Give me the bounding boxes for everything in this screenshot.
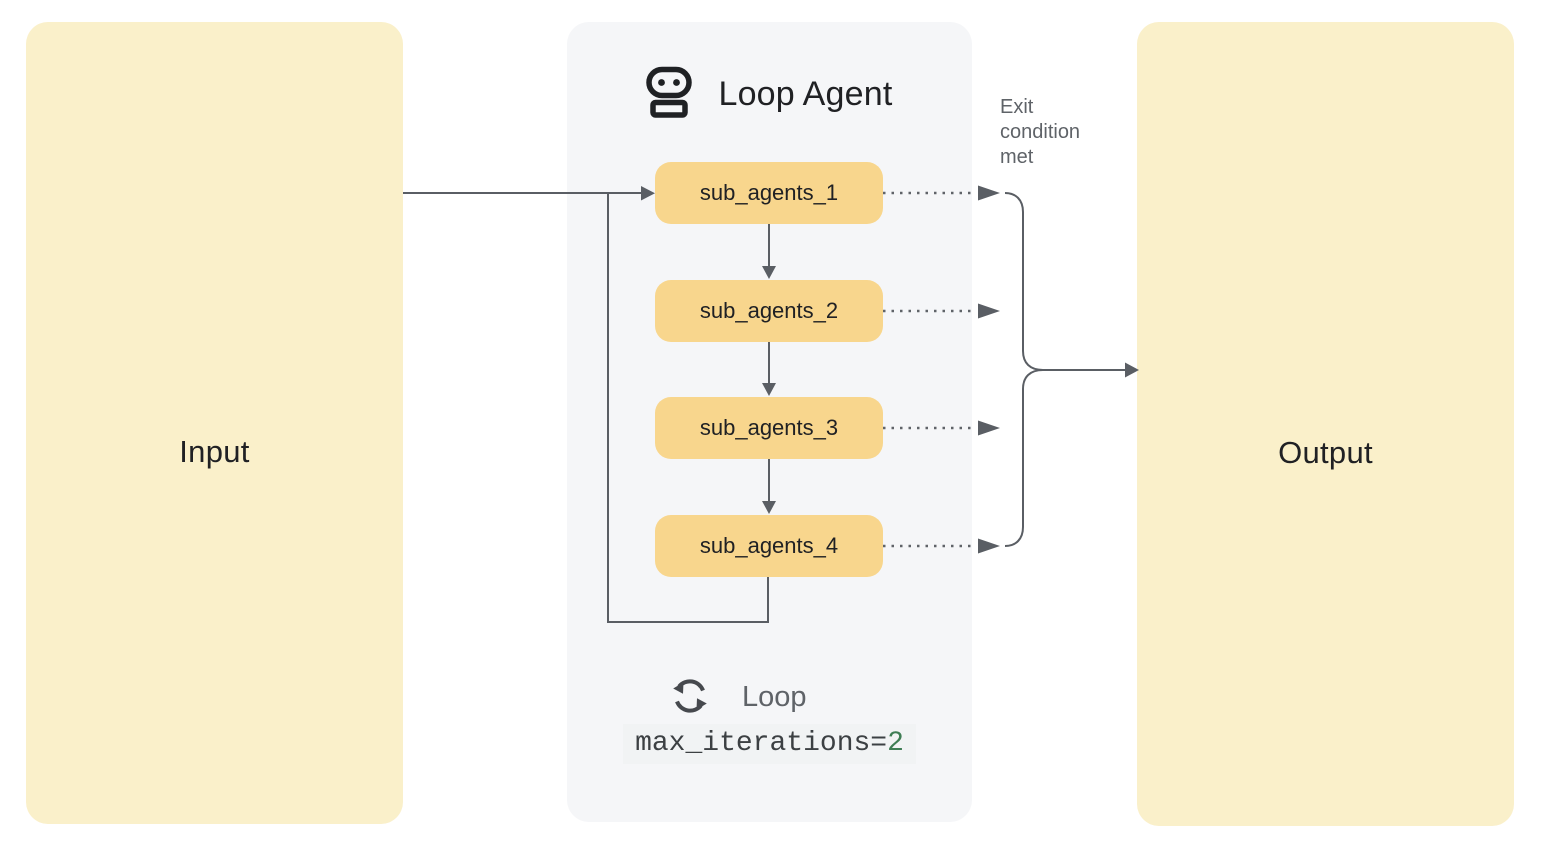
sub-agent-label-4: sub_agents_4 [699,533,839,558]
sub-agent-box-1: sub_agents_1 [655,162,883,224]
loop-agent-header: Loop Agent [567,66,972,123]
loop-label: Loop [742,681,807,713]
sub-agent-label-1: sub_agents_1 [699,180,839,205]
input-box: Input [26,22,403,824]
max-iterations-code-line: max_iterations=2 [567,724,972,764]
loop-sync-icon [670,676,710,716]
robot-icon [646,66,693,123]
sub-agent-label-3: sub_agents_3 [699,415,839,440]
code-prefix: max_iterations= [635,728,888,759]
exit-arrowhead-2 [978,303,1000,319]
sub-agent-box-3: sub_agents_3 [655,397,883,459]
exit-arrowhead-4 [978,538,1000,554]
exit-arrowhead-3 [978,420,1000,436]
loop-agent-title: Loop Agent [718,75,893,113]
sub-agent-label-2: sub_agents_2 [699,298,839,323]
sub-agent-box-2: sub_agents_2 [655,280,883,342]
output-label: Output [1278,435,1373,470]
output-box: Output [1137,22,1514,826]
exit-condition-label: Exit condition met [1000,96,1081,168]
sub-agent-box-4: sub_agents_4 [655,515,883,577]
exit-arrowhead-1 [978,185,1000,201]
max-iterations-code-chip: max_iterations=2 [623,724,916,764]
exit-bracket [1004,192,1125,547]
input-label: Input [179,434,250,469]
code-value: 2 [887,728,904,759]
